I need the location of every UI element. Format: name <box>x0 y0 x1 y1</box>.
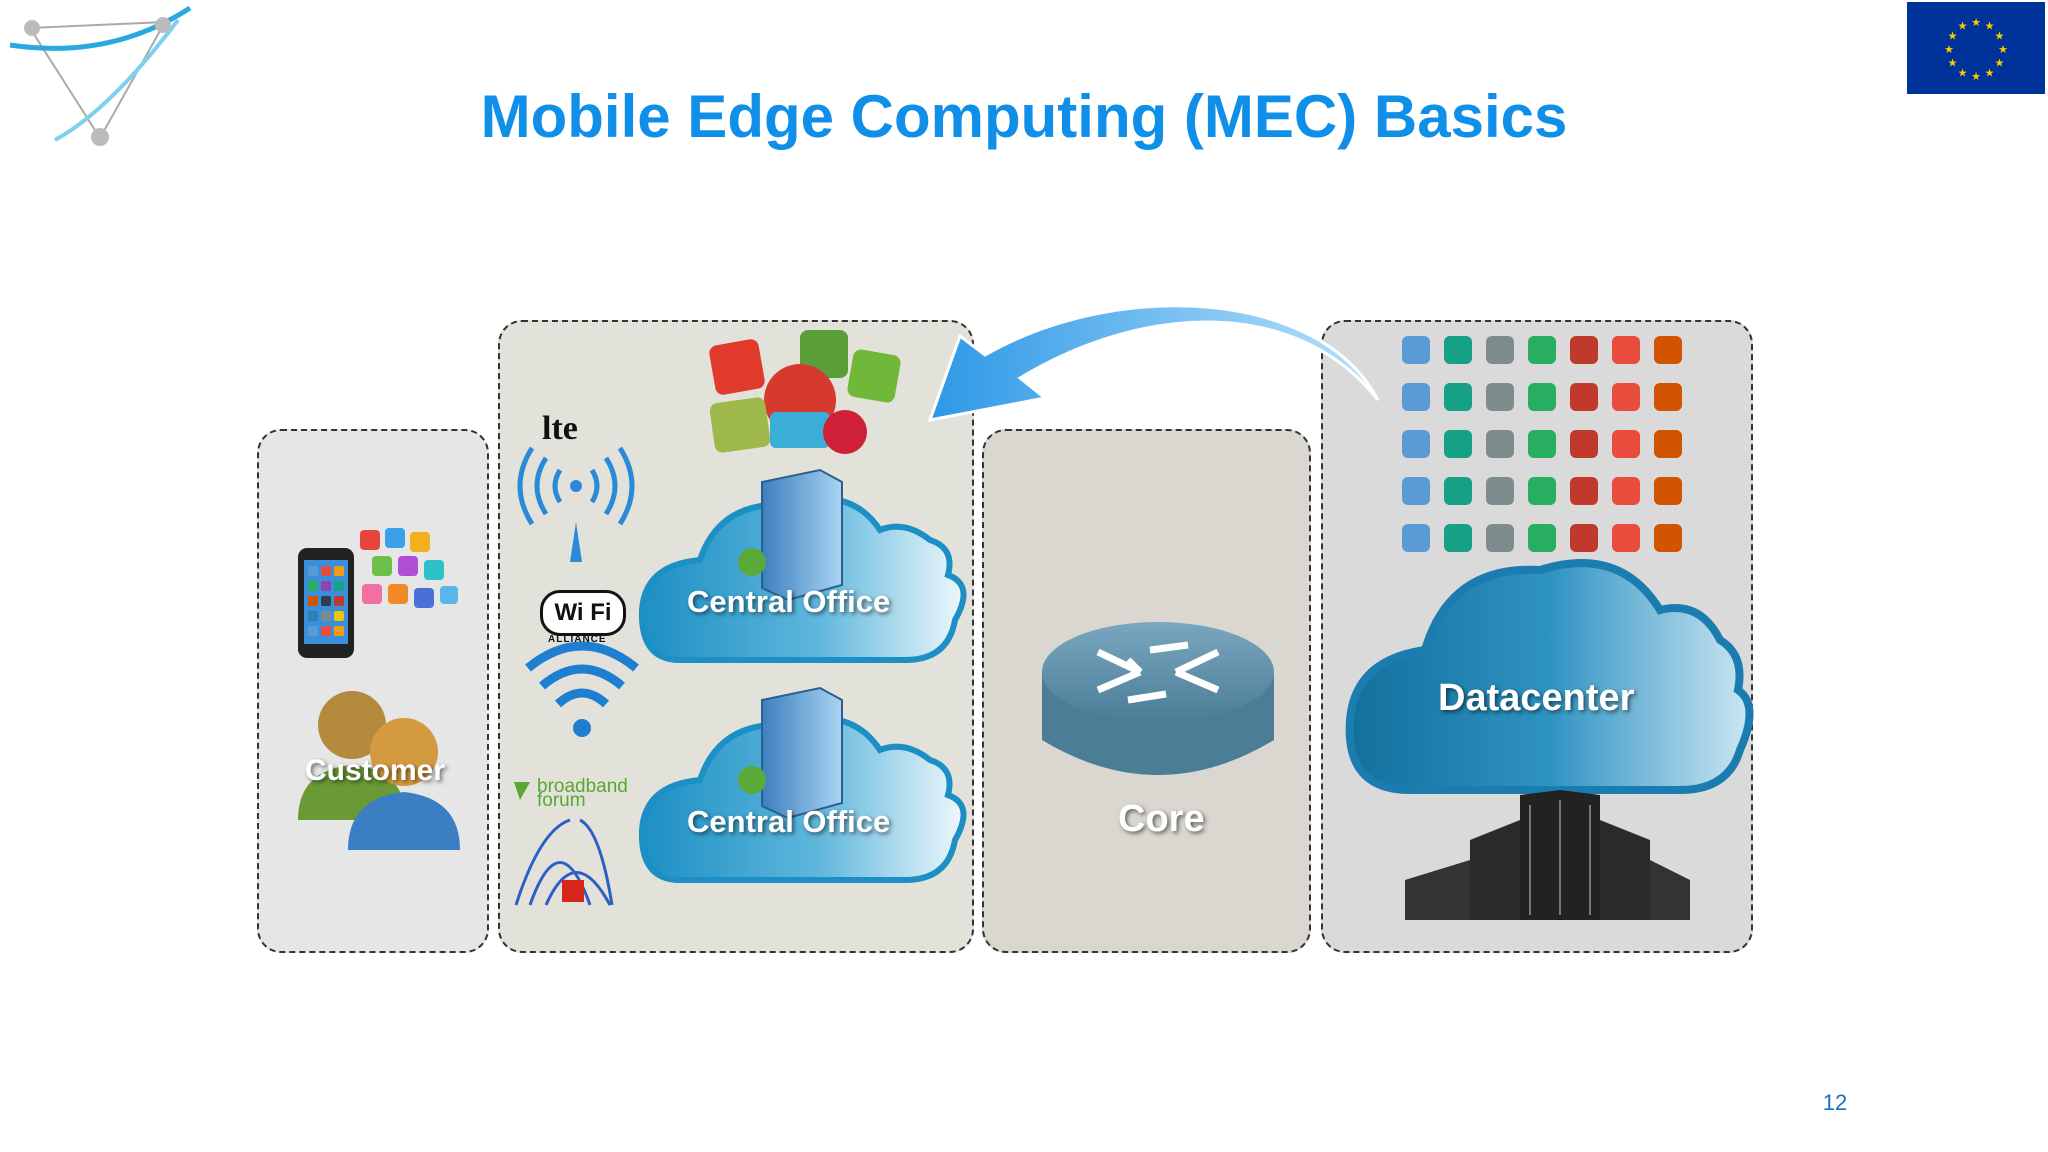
app-tile-icon <box>1402 477 1430 505</box>
eu-star-icon: ★ <box>1958 21 1968 33</box>
phone-app-icon <box>334 626 344 636</box>
page-number: 12 <box>1822 1090 1848 1115</box>
edge-apps-icon <box>709 330 901 454</box>
customer-label: Customer <box>305 754 446 787</box>
eu-star-icon: ★ <box>1958 67 1968 79</box>
forum-logo-text: forum <box>537 790 586 811</box>
eu-star-icon: ★ <box>1998 44 2008 56</box>
app-tile-icon <box>1528 430 1556 458</box>
wifi-alliance-text: ALLIANCE <box>548 634 607 645</box>
central-office-building-1 <box>738 468 843 602</box>
phone-app-icon <box>308 626 318 636</box>
app-tile-icon <box>1654 430 1682 458</box>
phone-app-icon <box>321 626 331 636</box>
phone-app-icon <box>321 611 331 621</box>
eu-star-icon: ★ <box>1994 58 2004 70</box>
wifi-logo-text: Wi Fi <box>554 599 612 626</box>
server-racks-icon <box>1405 790 1690 920</box>
app-tile-icon <box>1486 430 1514 458</box>
app-tile-icon <box>1570 477 1598 505</box>
page-title: Mobile Edge Computing (MEC) Basics <box>480 83 1568 150</box>
datacenter-label: Datacenter <box>1438 677 1635 719</box>
app-tile-icon <box>1654 383 1682 411</box>
floating-apps-icon <box>360 528 458 608</box>
lte-logo: lte <box>542 410 578 447</box>
app-tile-icon <box>1486 383 1514 411</box>
eu-star-icon: ★ <box>1971 71 1981 83</box>
app-tile-icon <box>1570 336 1598 364</box>
app-tile-icon <box>1486 477 1514 505</box>
app-tile-icon <box>1402 430 1430 458</box>
app-tile-icon <box>1528 336 1556 364</box>
smartphone-icon <box>298 548 354 658</box>
app-tile-icon <box>1528 383 1556 411</box>
app-tile-icon <box>1654 336 1682 364</box>
app-tile-icon <box>1444 336 1472 364</box>
central-office-label-1: Central Office <box>687 584 891 619</box>
core-label: Core <box>1118 798 1205 840</box>
broadband-forum-logo <box>514 782 614 906</box>
app-tile-icon <box>1612 524 1640 552</box>
app-tile-icon <box>1612 477 1640 505</box>
phone-app-icon <box>334 611 344 621</box>
datacenter-apps-grid <box>1402 336 1682 552</box>
app-tile-icon <box>1486 524 1514 552</box>
app-tile-icon <box>1402 336 1430 364</box>
app-tile-icon <box>1402 383 1430 411</box>
app-tile-icon <box>1570 383 1598 411</box>
project-logo <box>9 5 192 146</box>
eu-star-icon: ★ <box>1948 58 1958 70</box>
eu-star-icon: ★ <box>1944 44 1954 56</box>
app-tile-icon <box>1612 430 1640 458</box>
phone-app-icon <box>321 581 331 591</box>
lte-tower-icon <box>517 446 635 562</box>
eu-star-icon: ★ <box>1948 31 1958 43</box>
phone-app-icon <box>321 596 331 606</box>
phone-app-icon <box>321 566 331 576</box>
central-office-label-2: Central Office <box>687 804 891 839</box>
phone-app-icon <box>308 611 318 621</box>
phone-app-icon <box>334 566 344 576</box>
phone-app-icon <box>308 596 318 606</box>
eu-star-icon: ★ <box>1971 17 1981 29</box>
app-tile-icon <box>1444 524 1472 552</box>
wifi-signal-icon <box>525 641 639 737</box>
app-tile-icon <box>1570 430 1598 458</box>
app-tile-icon <box>1528 524 1556 552</box>
app-tile-icon <box>1444 430 1472 458</box>
datacenter-cloud <box>1345 559 1754 794</box>
eu-star-icon: ★ <box>1985 21 1995 33</box>
customer-people-icon <box>298 691 460 850</box>
eu-star-icon: ★ <box>1994 31 2004 43</box>
phone-app-icon <box>308 566 318 576</box>
app-tile-icon <box>1528 477 1556 505</box>
phone-app-icon <box>334 596 344 606</box>
app-tile-icon <box>1486 336 1514 364</box>
phone-app-icon <box>334 581 344 591</box>
broadband-logo-text: broadband <box>537 776 628 797</box>
app-tile-icon <box>1444 477 1472 505</box>
app-tile-icon <box>1612 336 1640 364</box>
app-tile-icon <box>1654 524 1682 552</box>
app-tile-icon <box>1612 383 1640 411</box>
offload-arrow <box>927 304 1380 422</box>
app-tile-icon <box>1654 477 1682 505</box>
eu-star-icon: ★ <box>1985 67 1995 79</box>
router-icon <box>1042 622 1274 775</box>
wifi-logo: Wi Fi <box>540 590 626 636</box>
app-tile-icon <box>1444 383 1472 411</box>
customer-panel <box>257 429 489 953</box>
app-tile-icon <box>1570 524 1598 552</box>
central-office-building-2 <box>738 686 843 820</box>
eu-flag: ★★★★★★★★★★★★ <box>1907 2 2045 94</box>
app-tile-icon <box>1402 524 1430 552</box>
phone-app-icon <box>308 581 318 591</box>
